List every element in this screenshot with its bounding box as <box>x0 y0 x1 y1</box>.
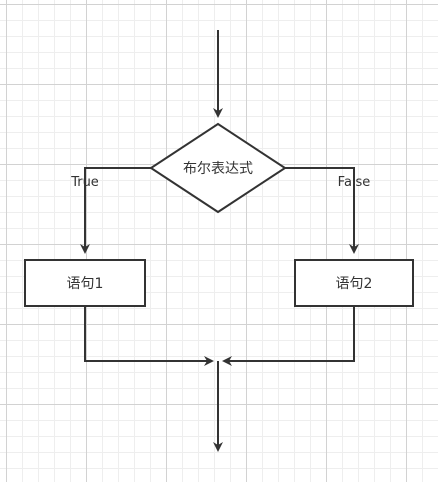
merge-right-arrow <box>222 306 355 366</box>
statement1-node: 语句1 <box>24 259 146 307</box>
statement2-label: 语句2 <box>336 276 373 292</box>
merge-left-arrow <box>84 306 214 366</box>
statement2-box <box>294 259 414 307</box>
true-branch-label: True <box>70 175 99 190</box>
condition-node: 布尔表达式 <box>149 122 287 214</box>
condition-label: 布尔表达式 <box>183 161 253 177</box>
true-branch-arrow <box>80 167 151 254</box>
condition-diamond <box>149 122 287 214</box>
statement1-label: 语句1 <box>67 276 104 292</box>
false-branch-arrow <box>285 167 359 254</box>
statement2-node: 语句2 <box>294 259 414 307</box>
false-branch-label: False <box>338 175 371 190</box>
